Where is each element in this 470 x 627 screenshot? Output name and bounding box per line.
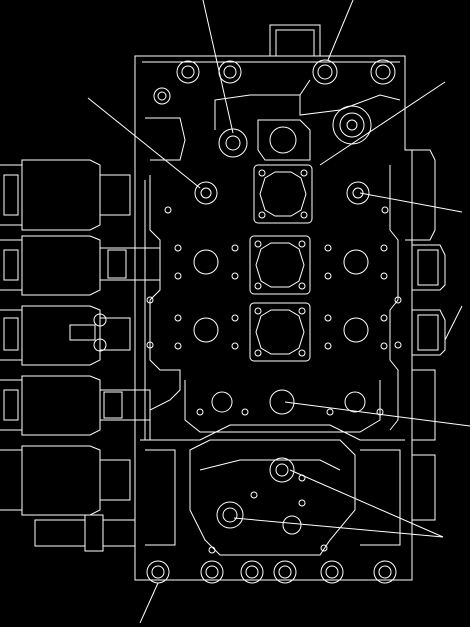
leader-lines [88,0,470,623]
right-solenoids [405,150,445,520]
spool-caps [250,165,312,361]
spool-bores [194,182,369,414]
lower-end-cover [145,440,400,555]
bottom-bolts [147,561,396,583]
valve-body [135,56,412,580]
top-port-block [270,25,320,56]
top-bolts [154,60,395,104]
internal-galleries [140,165,405,440]
left-solenoids [0,160,160,551]
upper-passages [145,80,400,160]
